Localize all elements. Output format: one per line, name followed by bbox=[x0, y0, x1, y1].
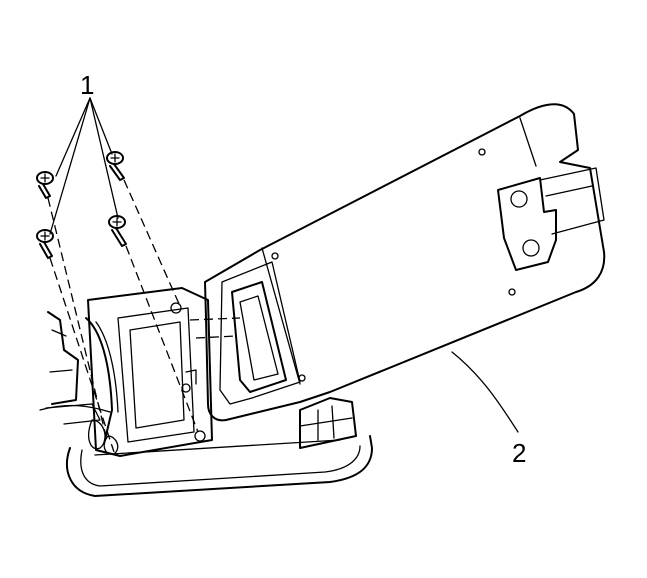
leader-lines bbox=[49, 97, 519, 433]
alignment-lines bbox=[47, 179, 241, 453]
callout-2: 2 bbox=[512, 438, 526, 468]
screw-top-left bbox=[36, 171, 54, 199]
console-lid bbox=[204, 103, 606, 422]
hinge-bracket bbox=[85, 287, 213, 457]
screw-bottom-left bbox=[36, 229, 54, 259]
screw-top-right bbox=[106, 151, 125, 181]
callout-1: 1 bbox=[80, 70, 94, 100]
screw-bottom-right bbox=[108, 215, 127, 247]
